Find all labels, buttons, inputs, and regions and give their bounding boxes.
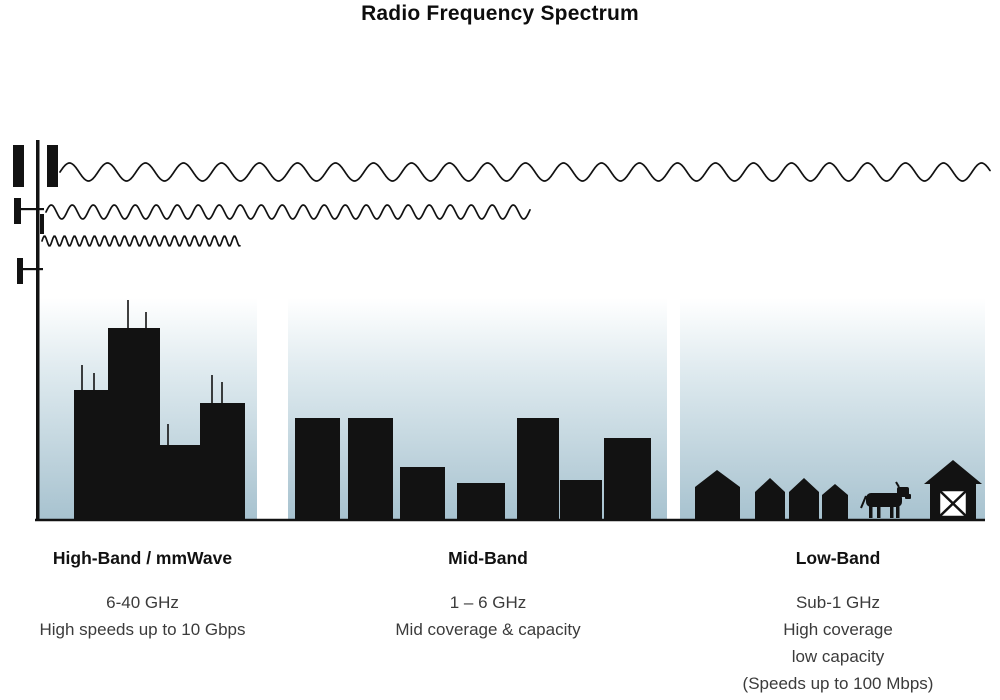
building-silhouette xyxy=(348,418,393,520)
high-band-description: High speeds up to 10 Gbps xyxy=(39,620,246,639)
mid-band-label-block: Mid-Band 1 – 6 GHz Mid coverage & capaci… xyxy=(328,548,648,643)
skyscraper-silhouette xyxy=(200,403,245,520)
radio-waves xyxy=(41,162,991,247)
low-band-scene xyxy=(695,460,982,520)
low-band-description-3: (Speeds up to 100 Mbps) xyxy=(742,674,934,693)
mid-frequency-wave xyxy=(45,204,531,220)
low-band-description-2: low capacity xyxy=(791,647,885,666)
mid-band-description: Mid coverage & capacity xyxy=(395,620,581,639)
building-silhouette xyxy=(457,483,505,520)
low-band-heading: Low-Band xyxy=(795,548,881,568)
house-icon xyxy=(695,470,740,520)
skyscraper-silhouette xyxy=(108,328,160,520)
building-silhouette xyxy=(604,438,651,520)
building-silhouette xyxy=(517,418,559,520)
low-frequency-wave xyxy=(59,162,991,182)
building-silhouette xyxy=(560,480,602,520)
house-icon xyxy=(789,478,819,520)
spectrum-graphic xyxy=(13,140,991,522)
low-band-description-1: High coverage xyxy=(783,620,893,639)
high-band-skyline xyxy=(74,300,245,520)
cow-icon xyxy=(860,481,911,518)
low-band-label-block: Low-Band Sub-1 GHz High coverage low cap… xyxy=(688,548,988,697)
rooftop-antennas xyxy=(81,300,223,445)
house-icon xyxy=(822,484,848,520)
diagram-title: Radio Frequency Spectrum xyxy=(361,2,639,25)
high-band-frequency: 6-40 GHz xyxy=(106,593,179,612)
mid-band-skyline xyxy=(295,418,651,520)
low-band-frequency: Sub-1 GHz xyxy=(795,593,881,612)
skyscraper-silhouette xyxy=(160,445,200,520)
mid-band-frequency: 1 – 6 GHz xyxy=(449,593,527,612)
high-band-label-block: High-Band / mmWave 6-40 GHz High speeds … xyxy=(20,548,265,643)
barn-icon xyxy=(924,460,982,520)
skyscraper-silhouette xyxy=(74,390,110,520)
cell-tower-icon xyxy=(13,140,58,520)
high-band-heading: High-Band / mmWave xyxy=(52,548,233,568)
house-icon xyxy=(755,478,785,520)
mid-band-heading: Mid-Band xyxy=(448,548,528,568)
building-silhouette xyxy=(400,467,445,520)
building-silhouette xyxy=(295,418,340,520)
high-frequency-wave xyxy=(41,235,241,247)
